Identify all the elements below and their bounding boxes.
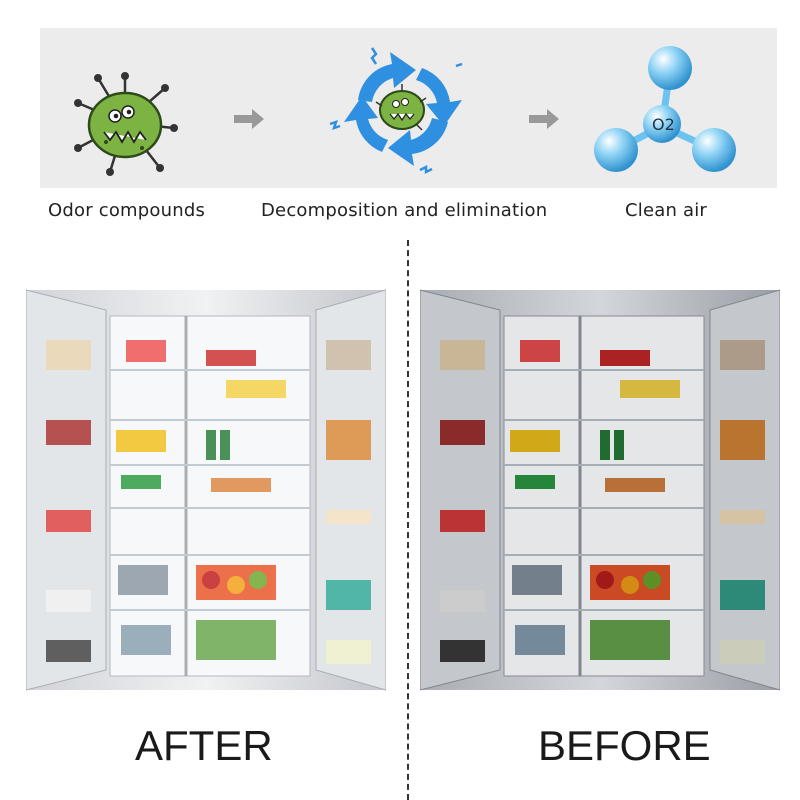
comparison-divider	[407, 240, 409, 800]
step-odor-label: Odor compounds	[48, 200, 206, 221]
germ-icon	[74, 72, 178, 176]
after-label: AFTER	[135, 722, 273, 769]
fridge-before-image	[420, 289, 780, 691]
step-clean-air-label: Clean air	[625, 200, 708, 221]
arrow-right-icon	[234, 109, 264, 129]
fridge-after-image	[26, 289, 386, 691]
recycle-arrows-icon	[329, 47, 463, 175]
step-decomposition-label: Decomposition and elimination	[261, 200, 548, 221]
before-label: BEFORE	[538, 722, 711, 769]
oxygen-molecule-icon: O2	[594, 46, 736, 172]
molecule-label: O2	[652, 115, 675, 134]
arrow-right-icon	[529, 109, 559, 129]
